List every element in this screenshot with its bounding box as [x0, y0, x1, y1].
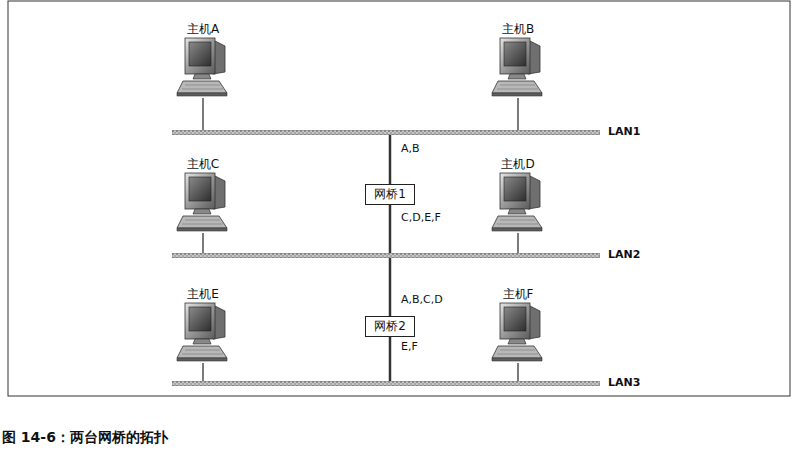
lan-segment: LAN3	[172, 381, 600, 386]
host-drop-line	[517, 233, 518, 253]
host-drop-line	[517, 363, 518, 381]
lan-label: LAN3	[608, 376, 640, 390]
lan-label: LAN2	[608, 248, 640, 262]
computer-icon	[173, 301, 233, 363]
computer-icon	[488, 36, 548, 98]
lan-cable	[172, 381, 600, 386]
host-label: 主机D	[501, 157, 534, 171]
host-computer: 主机A	[170, 22, 236, 98]
host-label: 主机B	[502, 22, 534, 36]
forwarding-table-label: C,D,E,F	[400, 211, 442, 224]
host-drop-line	[202, 98, 203, 130]
lan-cable-body	[172, 253, 600, 258]
bridge-link	[389, 205, 392, 253]
bridge-link	[389, 258, 392, 316]
host-label: 主机F	[503, 287, 534, 301]
computer-icon	[488, 301, 548, 363]
lan-cable	[172, 130, 600, 135]
computer-icon	[173, 36, 233, 98]
host-label: 主机E	[187, 287, 219, 301]
computer-icon	[488, 171, 548, 233]
lan-segment: LAN1	[172, 130, 600, 135]
lan-segment: LAN2	[172, 253, 600, 258]
bridge-label: 网桥2	[374, 319, 406, 334]
computer-icon-shape	[177, 303, 227, 361]
bridge-link	[389, 135, 392, 184]
bridge-label: 网桥1	[374, 187, 406, 202]
host-computer: 主机E	[170, 287, 236, 363]
computer-icon	[173, 171, 233, 233]
lan-cable	[172, 253, 600, 258]
host-drop-line	[202, 363, 203, 381]
figure-caption: 图 14-6：两台网桥的拓扑	[2, 428, 168, 446]
bridge-box: 网桥1	[365, 184, 415, 205]
forwarding-table-label: A,B	[400, 142, 421, 155]
computer-icon-shape	[177, 38, 227, 96]
host-label: 主机C	[187, 157, 219, 171]
lan-label: LAN1	[608, 125, 640, 139]
host-drop-line	[517, 98, 518, 130]
lan-cable-body	[172, 130, 600, 135]
host-computer: 主机B	[485, 22, 551, 98]
host-computer: 主机C	[170, 157, 236, 233]
host-drop-line	[202, 233, 203, 253]
forwarding-table-label: E,F	[400, 340, 419, 353]
host-computer: 主机D	[485, 157, 551, 233]
host-label: 主机A	[187, 22, 219, 36]
computer-icon-shape	[492, 303, 542, 361]
bridge-box: 网桥2	[365, 316, 415, 337]
computer-icon-shape	[177, 173, 227, 231]
computer-icon-shape	[492, 173, 542, 231]
computer-icon-shape	[492, 38, 542, 96]
host-computer: 主机F	[485, 287, 551, 363]
bridge-link	[389, 337, 392, 381]
forwarding-table-label: A,B,C,D	[400, 293, 444, 306]
figure-border	[8, 1, 790, 396]
lan-cable-body	[172, 381, 600, 386]
